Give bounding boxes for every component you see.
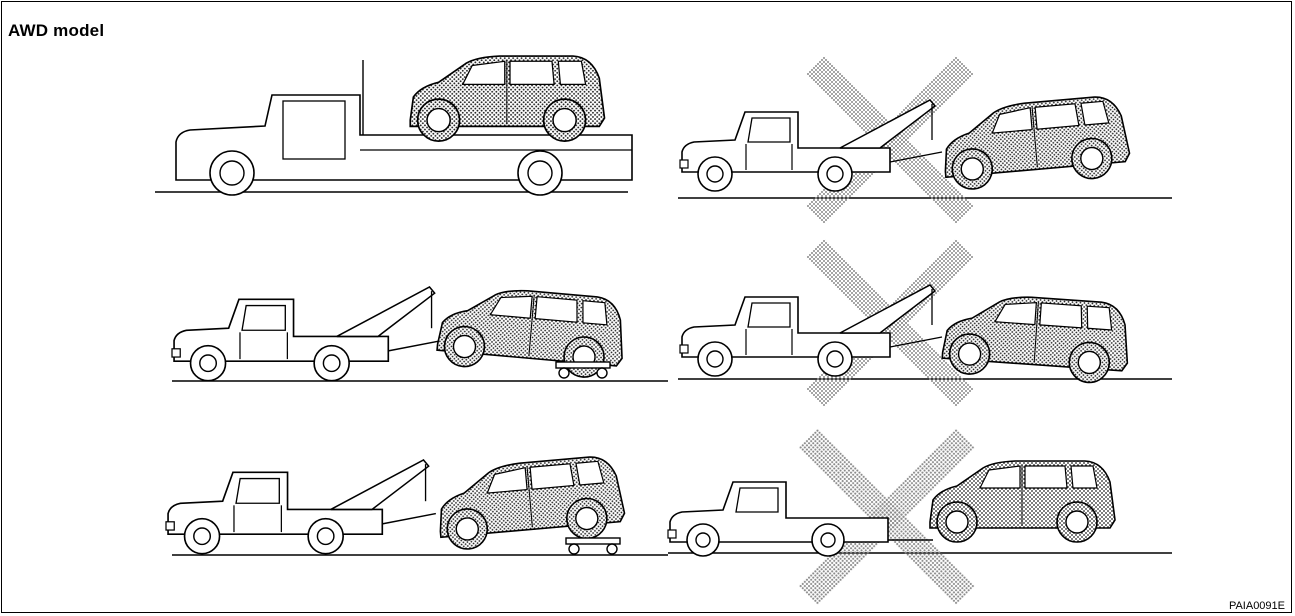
flat-tow-prohibited-illustration [668,438,1172,596]
wheel-lift-with-dollies-illustration [172,283,668,381]
rear-lift-prohibited-illustration [678,248,1172,398]
front-lift-with-dollies-illustration [166,454,668,555]
flatbed-truck-illustration [155,56,632,195]
front-lift-prohibited-illustration [678,65,1172,215]
